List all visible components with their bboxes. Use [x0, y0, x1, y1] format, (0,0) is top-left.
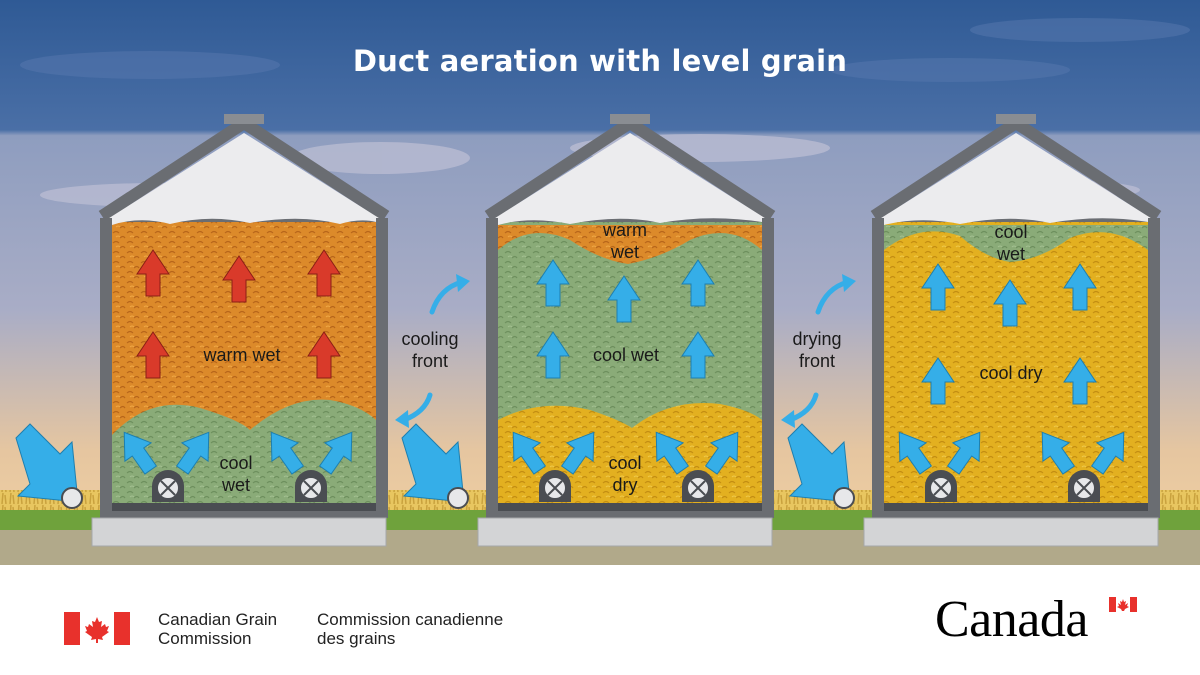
- fan-icon: [833, 487, 855, 509]
- canada-flag-icon: [64, 612, 130, 645]
- label-bin1-warm-wet: warm wet: [203, 345, 281, 365]
- bin-2: [401, 114, 774, 547]
- footer: [0, 565, 1200, 675]
- cooling-front-arrow-icon: [395, 274, 470, 428]
- wordmark-flag-icon: [1109, 597, 1137, 612]
- label-bin2-cool-wet: cool wet: [592, 345, 660, 365]
- fan-icon: [447, 487, 469, 509]
- diagram-title: Duct aeration with level grain: [352, 44, 848, 78]
- aeration-duct-icon: [294, 469, 328, 503]
- aeration-duct-icon: [538, 469, 572, 503]
- illustration: [0, 0, 1200, 565]
- label-bin3-cool-dry: cool dry: [979, 363, 1043, 383]
- canada-wordmark: Canada: [935, 591, 1088, 648]
- aeration-duct-icon: [924, 469, 958, 503]
- drying-front-arrow-icon: [781, 274, 856, 428]
- aeration-duct-icon: [681, 469, 715, 503]
- bin-3: [787, 114, 1160, 547]
- aeration-duct-icon: [151, 469, 185, 503]
- aeration-duct-icon: [1067, 469, 1101, 503]
- bin-1: [15, 114, 388, 547]
- fan-icon: [61, 487, 83, 509]
